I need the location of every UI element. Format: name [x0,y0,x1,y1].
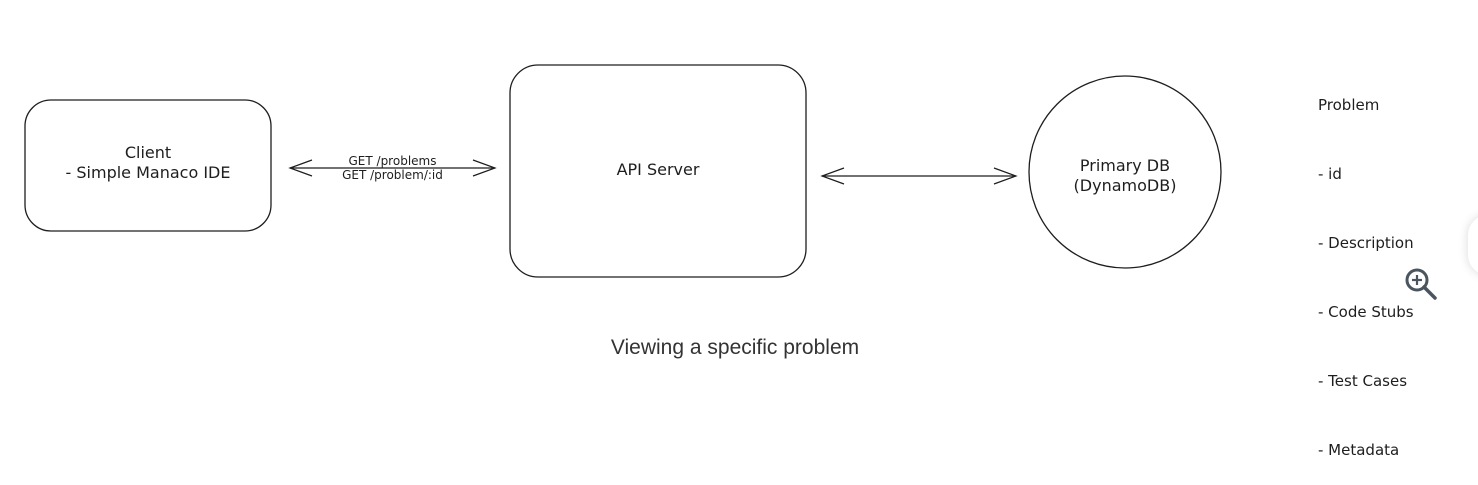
api-db-arrow[interactable] [820,167,1018,185]
notes-item: - id [1318,165,1342,183]
notes-item: - Test Cases [1318,372,1408,390]
notes-item: - Code Stubs [1318,303,1414,321]
api-server-label: API Server [616,160,700,179]
client-api-arrow[interactable] [288,159,497,177]
diagram-canvas [24,64,1222,278]
client-api-edge-label: GET /problems GET /problem/:id [290,154,495,182]
primary-db-circle[interactable] [1028,75,1222,269]
primary-db-subtitle: (DynamoDB) [1073,176,1177,195]
side-panel-handle[interactable] [1468,215,1478,275]
notes-title: Problem [1318,96,1380,114]
primary-db-label: Primary DB (DynamoDB) [1029,156,1221,196]
notes-item: - Description [1318,234,1414,252]
client-label: Client - Simple Manaco IDE [25,143,271,183]
diagram-caption: Viewing a specific problem [610,336,860,359]
api-server-box[interactable] [509,64,807,278]
edge-label-line1: GET /problems [348,154,437,168]
primary-db-title: Primary DB [1079,156,1171,175]
client-subtitle: - Simple Manaco IDE [65,163,231,182]
zoom-in-icon [1405,268,1437,300]
notes-item: - Metadata [1318,441,1400,459]
client-box[interactable] [24,99,272,232]
client-title: Client [124,143,172,162]
zoom-in-button[interactable] [1400,264,1440,304]
edge-label-line2: GET /problem/:id [342,168,443,182]
